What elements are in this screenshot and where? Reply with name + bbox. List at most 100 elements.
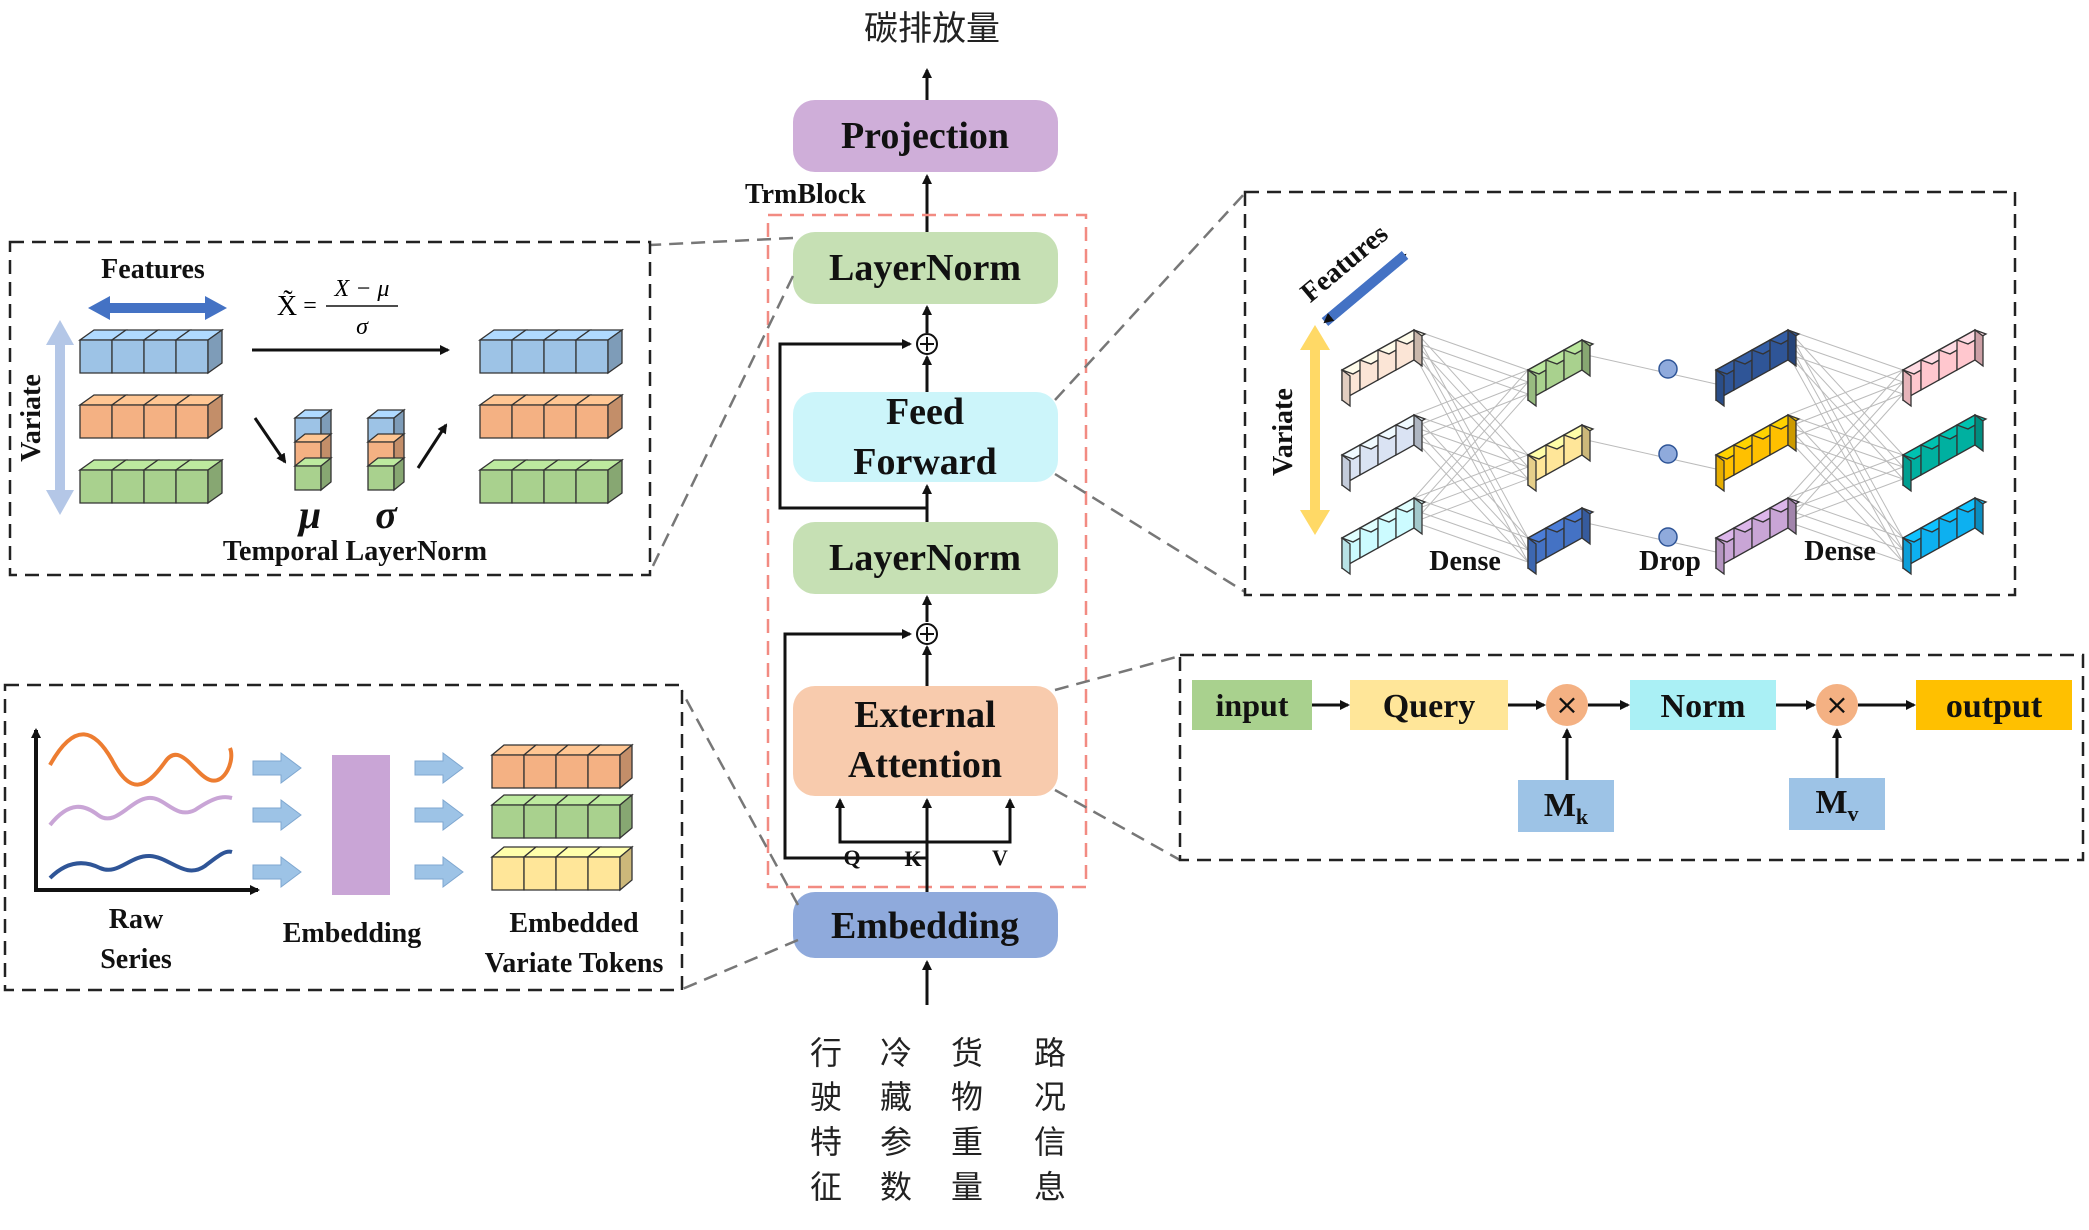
tln-formula: X̃ = X − μ σ: [277, 276, 398, 340]
cube-front: [1715, 536, 1725, 576]
formula-eq: =: [303, 293, 317, 319]
cube-face: [143, 339, 177, 374]
attn-norm-box: [1630, 680, 1776, 730]
attn-output-label: output: [1946, 688, 2043, 725]
cube-face: [175, 339, 209, 374]
input-char: 冷: [880, 1034, 912, 1072]
cube-face: [143, 469, 177, 504]
ff-token-bar: [1714, 328, 1801, 408]
dense-edge: [1413, 369, 1529, 499]
cube-face: [111, 339, 145, 374]
cube-side: [1974, 413, 1984, 453]
q-label: Q: [843, 845, 860, 870]
dense-edge: [1787, 381, 1904, 511]
input-char: 行: [810, 1034, 842, 1072]
dense-edge: [1787, 454, 1904, 499]
v-label: V: [992, 845, 1008, 870]
dense-edge: [1787, 438, 1904, 480]
flow-arrow: [414, 752, 464, 784]
multiply-sign-2: ×: [1825, 688, 1848, 721]
attn-output-box: [1916, 680, 2072, 730]
dense-edge: [1413, 478, 1529, 523]
formula-numerator: X − μ: [334, 276, 390, 302]
mv-box: [1789, 778, 1885, 830]
dense-edge: [1413, 329, 1529, 371]
cube-face: [555, 754, 589, 789]
dropout-node: [1658, 527, 1678, 547]
input-char: 参: [880, 1123, 912, 1161]
cube-face: [575, 404, 609, 439]
mk-box: [1518, 780, 1614, 832]
cube-face: [511, 404, 545, 439]
tln-caption: Temporal LayerNorm: [223, 536, 487, 567]
tln-variate-label: Variate: [16, 374, 47, 462]
feed-forward-line2: Forward: [853, 441, 997, 483]
embedding-layer-bar: [332, 755, 390, 895]
input-char: 息: [1034, 1168, 1066, 1206]
cube-side: [1413, 496, 1423, 536]
cube-face: [479, 404, 513, 439]
to-mu-arrow: [253, 417, 287, 464]
input-char: 路: [1034, 1034, 1066, 1072]
dense-left-label: Dense: [1429, 546, 1501, 577]
dense-edge: [1413, 393, 1529, 523]
dense-edge: [1413, 381, 1529, 511]
cube-side: [393, 456, 405, 492]
cube-side: [607, 458, 623, 505]
cube-side: [1413, 413, 1423, 453]
flow-arrow: [252, 856, 302, 888]
ff-token-bar: [1901, 496, 1988, 576]
cube-face: [575, 469, 609, 504]
cube-face: [523, 804, 557, 839]
ff-variate-arrow: [1300, 325, 1330, 535]
dense-edge: [1413, 353, 1529, 395]
dense-connections: [1413, 329, 1904, 563]
ff-token-bar: [1526, 338, 1595, 408]
dense-edge: [1413, 454, 1529, 499]
dense-edge: [1413, 521, 1529, 563]
features-arrow: [88, 296, 227, 320]
cube-side: [607, 393, 623, 440]
flow-arrow: [252, 752, 302, 784]
cube-front: [1715, 368, 1725, 408]
feed-forward-line1: Feed: [886, 391, 964, 433]
ff-token-bar: [1714, 496, 1801, 576]
dense-edge: [1787, 426, 1904, 468]
cube-face: [479, 469, 513, 504]
dense-right-label: Dense: [1804, 536, 1876, 567]
dropout-node: [1658, 359, 1678, 379]
cube-face: [511, 469, 545, 504]
cube-face: [587, 754, 621, 789]
cube-face: [79, 469, 113, 504]
dense-edge: [1413, 497, 1529, 539]
cube-face: [543, 339, 577, 374]
input-char: 征: [810, 1168, 842, 1206]
tln-bar-green: [77, 458, 225, 505]
ff-token-bar: [1340, 413, 1427, 493]
token-bar-green: [490, 793, 634, 840]
ff-token-bar: [1901, 413, 1988, 493]
cube-front: [1902, 368, 1912, 408]
dense-edge: [1787, 497, 1904, 539]
cube-front: [1341, 453, 1351, 493]
cube-side: [1787, 328, 1797, 368]
cube-face: [175, 469, 209, 504]
cube-side: [1787, 413, 1797, 453]
token-cubes: [77, 328, 1988, 892]
cube-side: [1581, 506, 1591, 546]
cube-face: [587, 804, 621, 839]
dense-edge: [1787, 478, 1904, 523]
tln-bar-blue: [77, 328, 225, 375]
cube-front: [1527, 368, 1537, 408]
cube-side: [1413, 328, 1423, 368]
ff-token-bar: [1340, 328, 1427, 408]
dense-edge: [1413, 393, 1529, 440]
dense-edge: [1787, 329, 1904, 371]
dense-edge: [1413, 438, 1529, 480]
embedding-box: [793, 892, 1058, 958]
residual-path-bottom: [783, 629, 927, 860]
cube-side: [1974, 328, 1984, 368]
output-label: 碳排放量: [864, 9, 1000, 49]
cube-face: [491, 804, 525, 839]
